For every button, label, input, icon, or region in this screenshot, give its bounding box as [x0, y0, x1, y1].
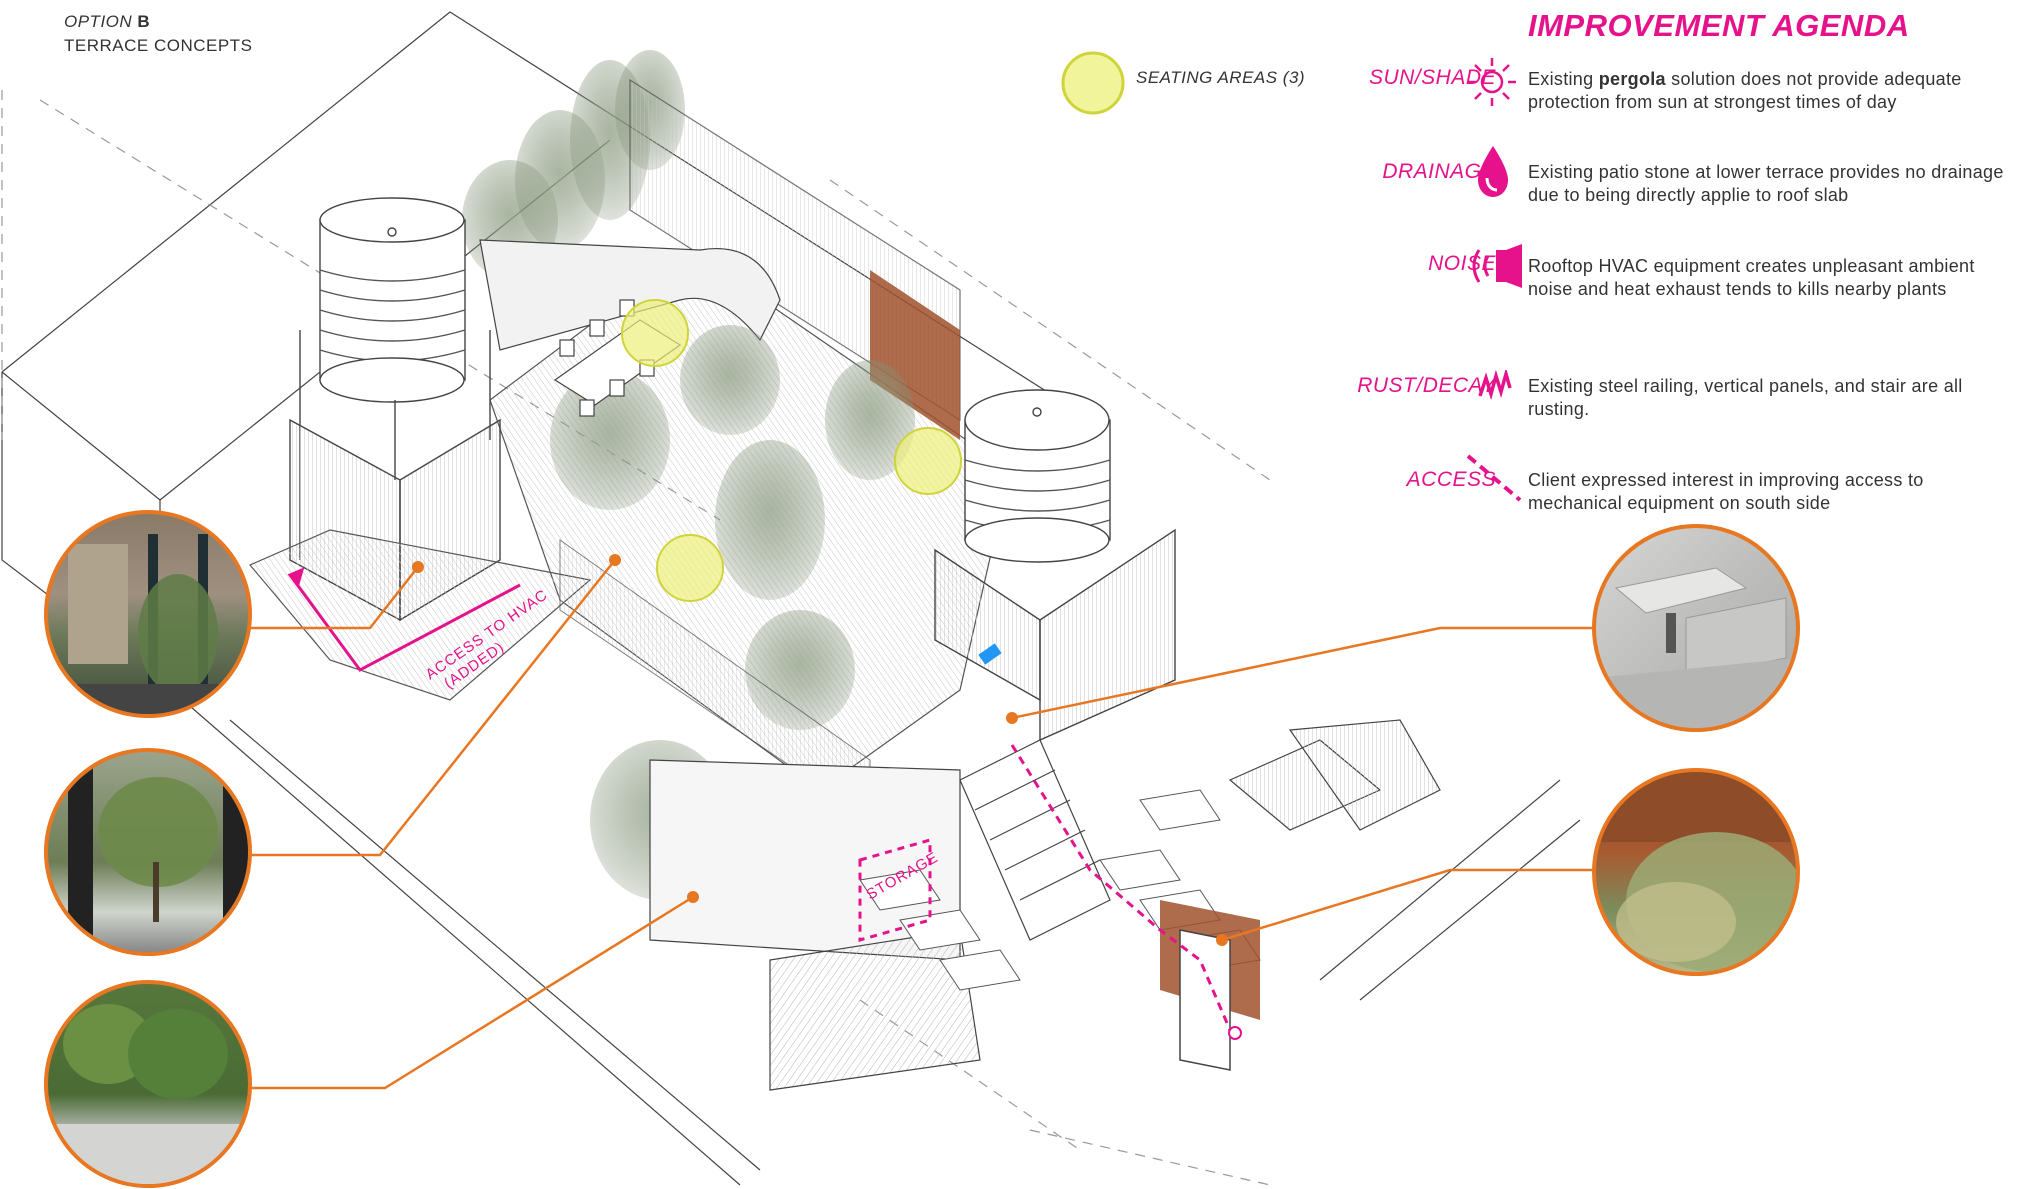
photo-corten-planter-grass-art: [1596, 772, 1796, 972]
speaker-icon: [1472, 244, 1522, 288]
callout-leaders: [250, 559, 1592, 1090]
photo-tree-planter-art: [68, 752, 248, 952]
access-endpoint: [1228, 1026, 1242, 1040]
corten-wall: [870, 270, 960, 440]
left-lower-deck: [249, 529, 592, 701]
sun-icon: [1468, 58, 1516, 106]
agenda-label-rust-decay: RUST/DECAY: [1357, 374, 1496, 397]
agenda-label-noise: NOISE: [1428, 252, 1496, 275]
legend-title: IMPROVEMENT AGENDA: [1528, 8, 1910, 43]
exterior-stair: [1228, 719, 1441, 831]
option-prefix: OPTION: [64, 12, 133, 31]
seating-markers: [621, 299, 962, 602]
zigzag-icon: [1478, 370, 1512, 401]
agenda-label-access: ACCESS: [1406, 468, 1496, 491]
callout-points: [412, 554, 1228, 946]
agenda-label-drainage: DRAINAGE: [1382, 160, 1496, 183]
glass-door: [1179, 929, 1231, 1071]
photo-glass-railing-building: [44, 510, 252, 718]
seating-area-marker: [894, 427, 962, 495]
dashed-line-icon: [1466, 454, 1522, 502]
option-title: OPTION B: [64, 10, 252, 34]
storage-outline: [858, 838, 932, 942]
option-letter: B: [137, 12, 151, 31]
seating-areas-label: SEATING AREAS (3): [1136, 68, 1306, 87]
agenda-text-noise: Rooftop HVAC equipment creates unpleasan…: [1528, 256, 1975, 299]
hvac-unit: [978, 643, 1002, 665]
seating-area-marker: [621, 299, 689, 367]
photo-stone-pavers-art: [1596, 567, 1796, 728]
photo-tree-planter: [44, 748, 252, 956]
photo-ground-cover-planter-art: [48, 1004, 248, 1184]
stair-access-route: [1010, 744, 1232, 1031]
water-drop-icon: [1478, 146, 1508, 197]
agenda-text-rust-decay: Existing steel railing, vertical panels,…: [1528, 376, 1963, 419]
agenda-label-sun-shade: SUN/SHADE: [1368, 66, 1496, 89]
water-tower-right: [934, 389, 1176, 742]
hvac-access-route: [287, 567, 521, 672]
curved-planter: [479, 239, 781, 351]
photo-glass-railing-building-art: [48, 534, 248, 714]
photo-corten-planter-grass: [1592, 768, 1800, 976]
stair: [959, 739, 1111, 941]
seating-area-icon: [1061, 51, 1125, 115]
drawing-header: OPTION B TERRACE CONCEPTS: [64, 10, 252, 58]
photo-stone-pavers: [1592, 524, 1800, 732]
agenda-text-access: Client expressed interest in improving a…: [1528, 470, 1924, 513]
drawing-subtitle: TERRACE CONCEPTS: [64, 36, 253, 55]
photo-ground-cover-planter: [44, 980, 252, 1188]
agenda-text-drainage: Existing patio stone at lower terrace pr…: [1528, 162, 2004, 205]
seating-area-marker: [656, 534, 724, 602]
agenda-text-sun-shade: Existing pergola solution does not provi…: [1528, 69, 1962, 112]
